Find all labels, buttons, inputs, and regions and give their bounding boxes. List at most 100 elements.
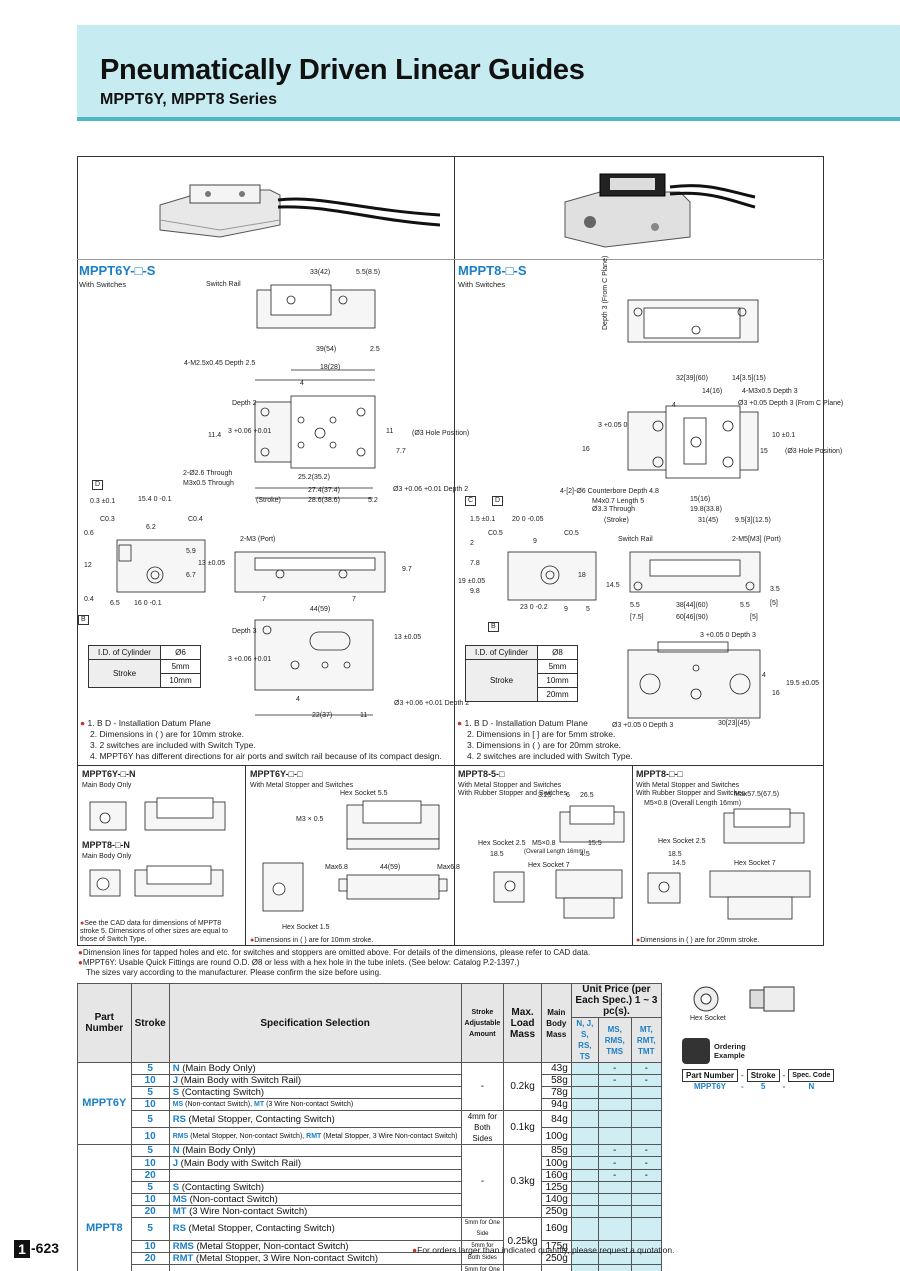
spec-code: RMT [172, 1253, 194, 1265]
left-dim: 6.7 [186, 572, 196, 579]
note-text: For orders larger than indicated quantit… [417, 1245, 675, 1255]
note-line: 2. Dimensions in [ ] are for 5mm stroke. [467, 729, 616, 739]
adj-cell: 4mm for Both Sides [460, 1110, 505, 1146]
lower-d-dim: Hex Socket 2.5 [478, 840, 526, 847]
right-dim: 38[44](60) [676, 602, 708, 609]
price-cell [570, 1264, 599, 1271]
right-dim: Ø3 +0.05 0 Depth 3 [612, 722, 674, 729]
price-cell [570, 1192, 599, 1206]
part-number-cell: MPPT6Y [77, 1061, 132, 1146]
price-cell: - [597, 1061, 632, 1076]
stroke-cell: 5 [130, 1180, 170, 1194]
lower-c-dim: Max6.8 [437, 864, 460, 871]
left-with-switches: With Switches [79, 280, 127, 289]
left-dim: 25.2(35.2) [298, 474, 330, 481]
right-dim: 10 ±0.1 [772, 432, 796, 439]
left-dim: 22(37) [312, 712, 333, 719]
spec-cell [168, 1168, 462, 1182]
right-dim: Ø3.3 Through [592, 506, 636, 513]
datum-d-marker: D [92, 480, 104, 491]
right-dim: 3.5 [770, 586, 780, 593]
left-dim: 28.6(38.6) [308, 497, 340, 504]
price-cell [630, 1127, 663, 1146]
price-cell [597, 1098, 632, 1112]
lower-c-dim: Hex Socket 5.5 [340, 790, 388, 797]
spec-desc: (Non-contact Switch) [186, 1193, 278, 1205]
price-cell [570, 1168, 599, 1182]
left-dim: C0.3 [100, 516, 115, 523]
right-dim: 5.5 [630, 602, 640, 609]
right-dim: 5.5 [740, 602, 750, 609]
cyl-id-value: Ø6 [160, 645, 201, 660]
price-cell [570, 1074, 599, 1088]
mass-cell: 100g [540, 1127, 572, 1146]
price-cell [570, 1086, 599, 1100]
lower-c-note: ●Dimensions in ( ) are for 10mm stroke. [250, 935, 373, 946]
right-dim: 14.5 [606, 582, 620, 589]
left-dim: 11.4 [208, 432, 222, 439]
right-notes: ● 1. B D - Installation Datum Plane 2. D… [457, 718, 822, 762]
spec-code: RS [172, 1223, 186, 1235]
cyl-stroke-value: 10mm [160, 673, 201, 688]
left-dim: 6.2 [146, 524, 156, 531]
mass-cell: 160g [540, 1264, 572, 1271]
ordering-table: Part Number - Stroke - Spec. Code MPPT6Y… [681, 1069, 835, 1091]
price-cell [597, 1127, 632, 1146]
right-dim: 31(45) [698, 517, 719, 524]
spec-cell: J (Main Body with Switch Rail) [168, 1156, 462, 1170]
price-cell [597, 1180, 632, 1194]
stroke-cell: 5 [130, 1144, 170, 1158]
lower-d-dim: 4.5 [580, 851, 590, 858]
lower-d-dim: M5×0.8 [532, 840, 556, 847]
right-dim: 9 [533, 538, 537, 545]
left-dim: 11 [386, 428, 394, 435]
order-header: Part Number [681, 1069, 739, 1082]
figure-divider [632, 765, 633, 946]
left-dim: 7 [262, 596, 266, 603]
mass-cell: 85g [540, 1144, 572, 1158]
left-dim: 12 [84, 562, 92, 569]
spec-desc: (3 Wire Non-contact Switch) [186, 1205, 308, 1217]
spec-desc: (Metal Stopper, 3 Wire Non-contact Switc… [321, 1132, 458, 1140]
mass-cell: 100g [540, 1156, 572, 1170]
th-max-load: Max. Load Mass [503, 983, 542, 1063]
figure-divider [454, 156, 455, 765]
lower-a-title: MPPT6Y-□-N [82, 769, 136, 779]
price-cell: - [630, 1074, 663, 1088]
price-cell: - [597, 1144, 632, 1158]
note-line: 4. 2 switches are included with Switch T… [467, 751, 633, 761]
mass-cell: 84g [540, 1110, 572, 1129]
note-text: Dimensions in ( ) are for 10mm stroke. [254, 937, 374, 944]
stroke-cell: 20 [130, 1252, 170, 1266]
note-icon: ● [80, 920, 85, 927]
order-header: Stroke [746, 1069, 780, 1082]
price-cell: - [597, 1074, 632, 1088]
note-icon: ● [412, 1245, 418, 1255]
note-icon: ● [78, 958, 83, 967]
left-dim: M3x0.5 Through [183, 480, 234, 487]
figure-divider [77, 765, 824, 766]
lower-e-note: ●Dimensions in ( ) are for 20mm stroke. [636, 935, 759, 946]
note-line: 1. B D - Installation Datum Plane [464, 718, 588, 728]
cyl-id-label: I.D. of Cylinder [465, 645, 538, 660]
left-dim: (Stroke) [256, 497, 281, 504]
lower-d-drawing [493, 805, 625, 919]
lower-d-dim: 26.5 [580, 792, 594, 799]
load-cell: 0.25kg [503, 1216, 542, 1266]
datum-d-marker: D [492, 496, 504, 507]
left-dim: 7.7 [396, 448, 406, 455]
stroke-cell: 20 [130, 1168, 170, 1182]
left-dim: Depth 3 [232, 628, 257, 635]
spec-cell: MS (Non-contact Switch) [168, 1192, 462, 1206]
adj-cell: Both Sides [460, 1252, 505, 1266]
stroke-cell: 10 [130, 1074, 170, 1088]
lower-c-dim: Hex Socket 1.5 [282, 924, 330, 931]
lower-d-dim: Hex Socket 7 [528, 862, 570, 869]
left-dim: 11 [360, 712, 368, 719]
right-drawing [507, 299, 761, 719]
stroke-cell: 10 [130, 1156, 170, 1170]
